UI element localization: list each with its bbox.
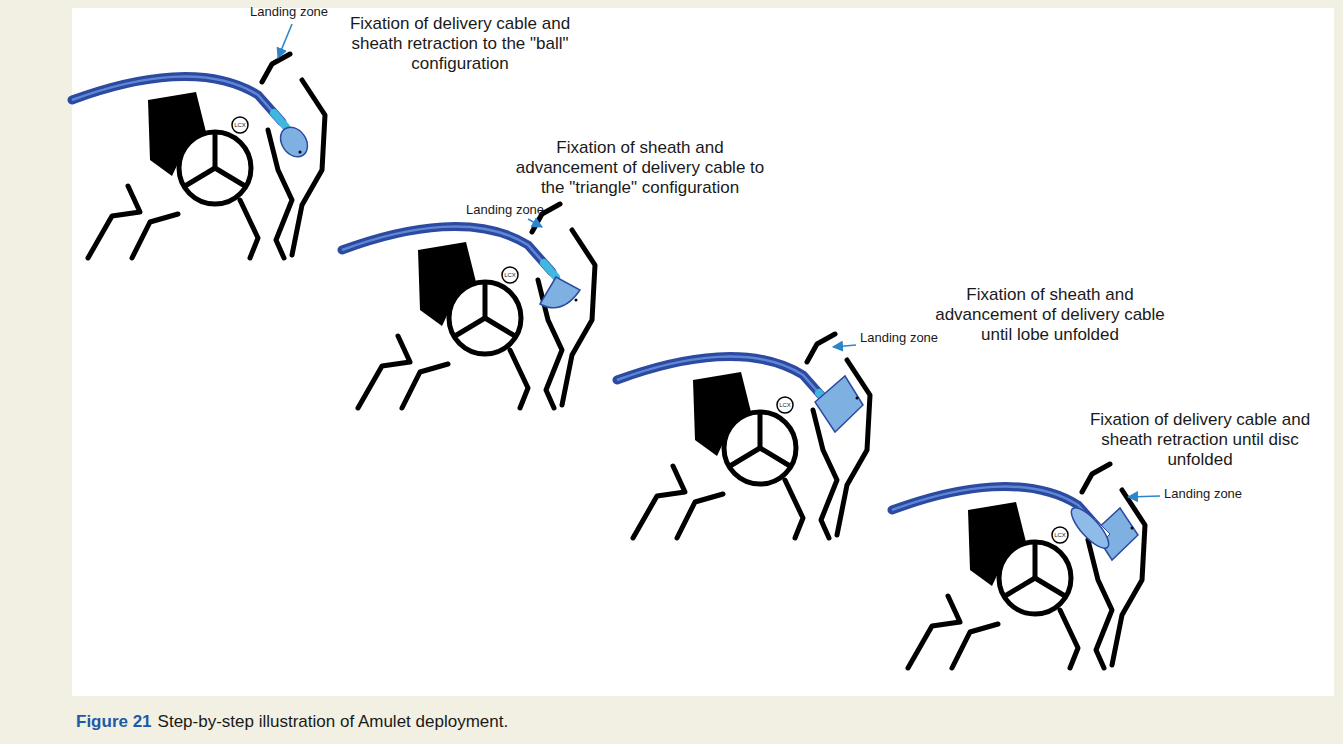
landing-zone-label: Landing zone xyxy=(1164,486,1242,501)
step-2-anatomy xyxy=(342,204,595,408)
step-description: Fixation of delivery cable and sheath re… xyxy=(329,14,591,74)
figure-panel xyxy=(72,8,1334,696)
step-description: Fixation of delivery cable and sheath re… xyxy=(1078,410,1322,470)
leader-arrows xyxy=(278,24,1160,497)
figure-caption: Step-by-step illustration of Amulet depl… xyxy=(158,712,509,732)
artery-marker-label: LCX xyxy=(777,402,793,409)
step-description: Fixation of sheath and advancement of de… xyxy=(919,285,1181,345)
artery-marker-label: LCX xyxy=(232,122,248,129)
figure-number: Figure 21 xyxy=(76,712,152,732)
step-1-anatomy xyxy=(72,54,325,258)
landing-zone-label: Landing zone xyxy=(466,202,544,217)
step-3-anatomy xyxy=(617,334,870,538)
step-4-anatomy xyxy=(892,464,1145,668)
landing-zone-label: Landing zone xyxy=(250,4,328,19)
step-description: Fixation of sheath and advancement of de… xyxy=(504,138,776,198)
landing-zone-label: Landing zone xyxy=(860,330,938,345)
artery-marker-label: LCX xyxy=(1052,532,1068,539)
artery-marker-label: LCX xyxy=(502,272,518,279)
